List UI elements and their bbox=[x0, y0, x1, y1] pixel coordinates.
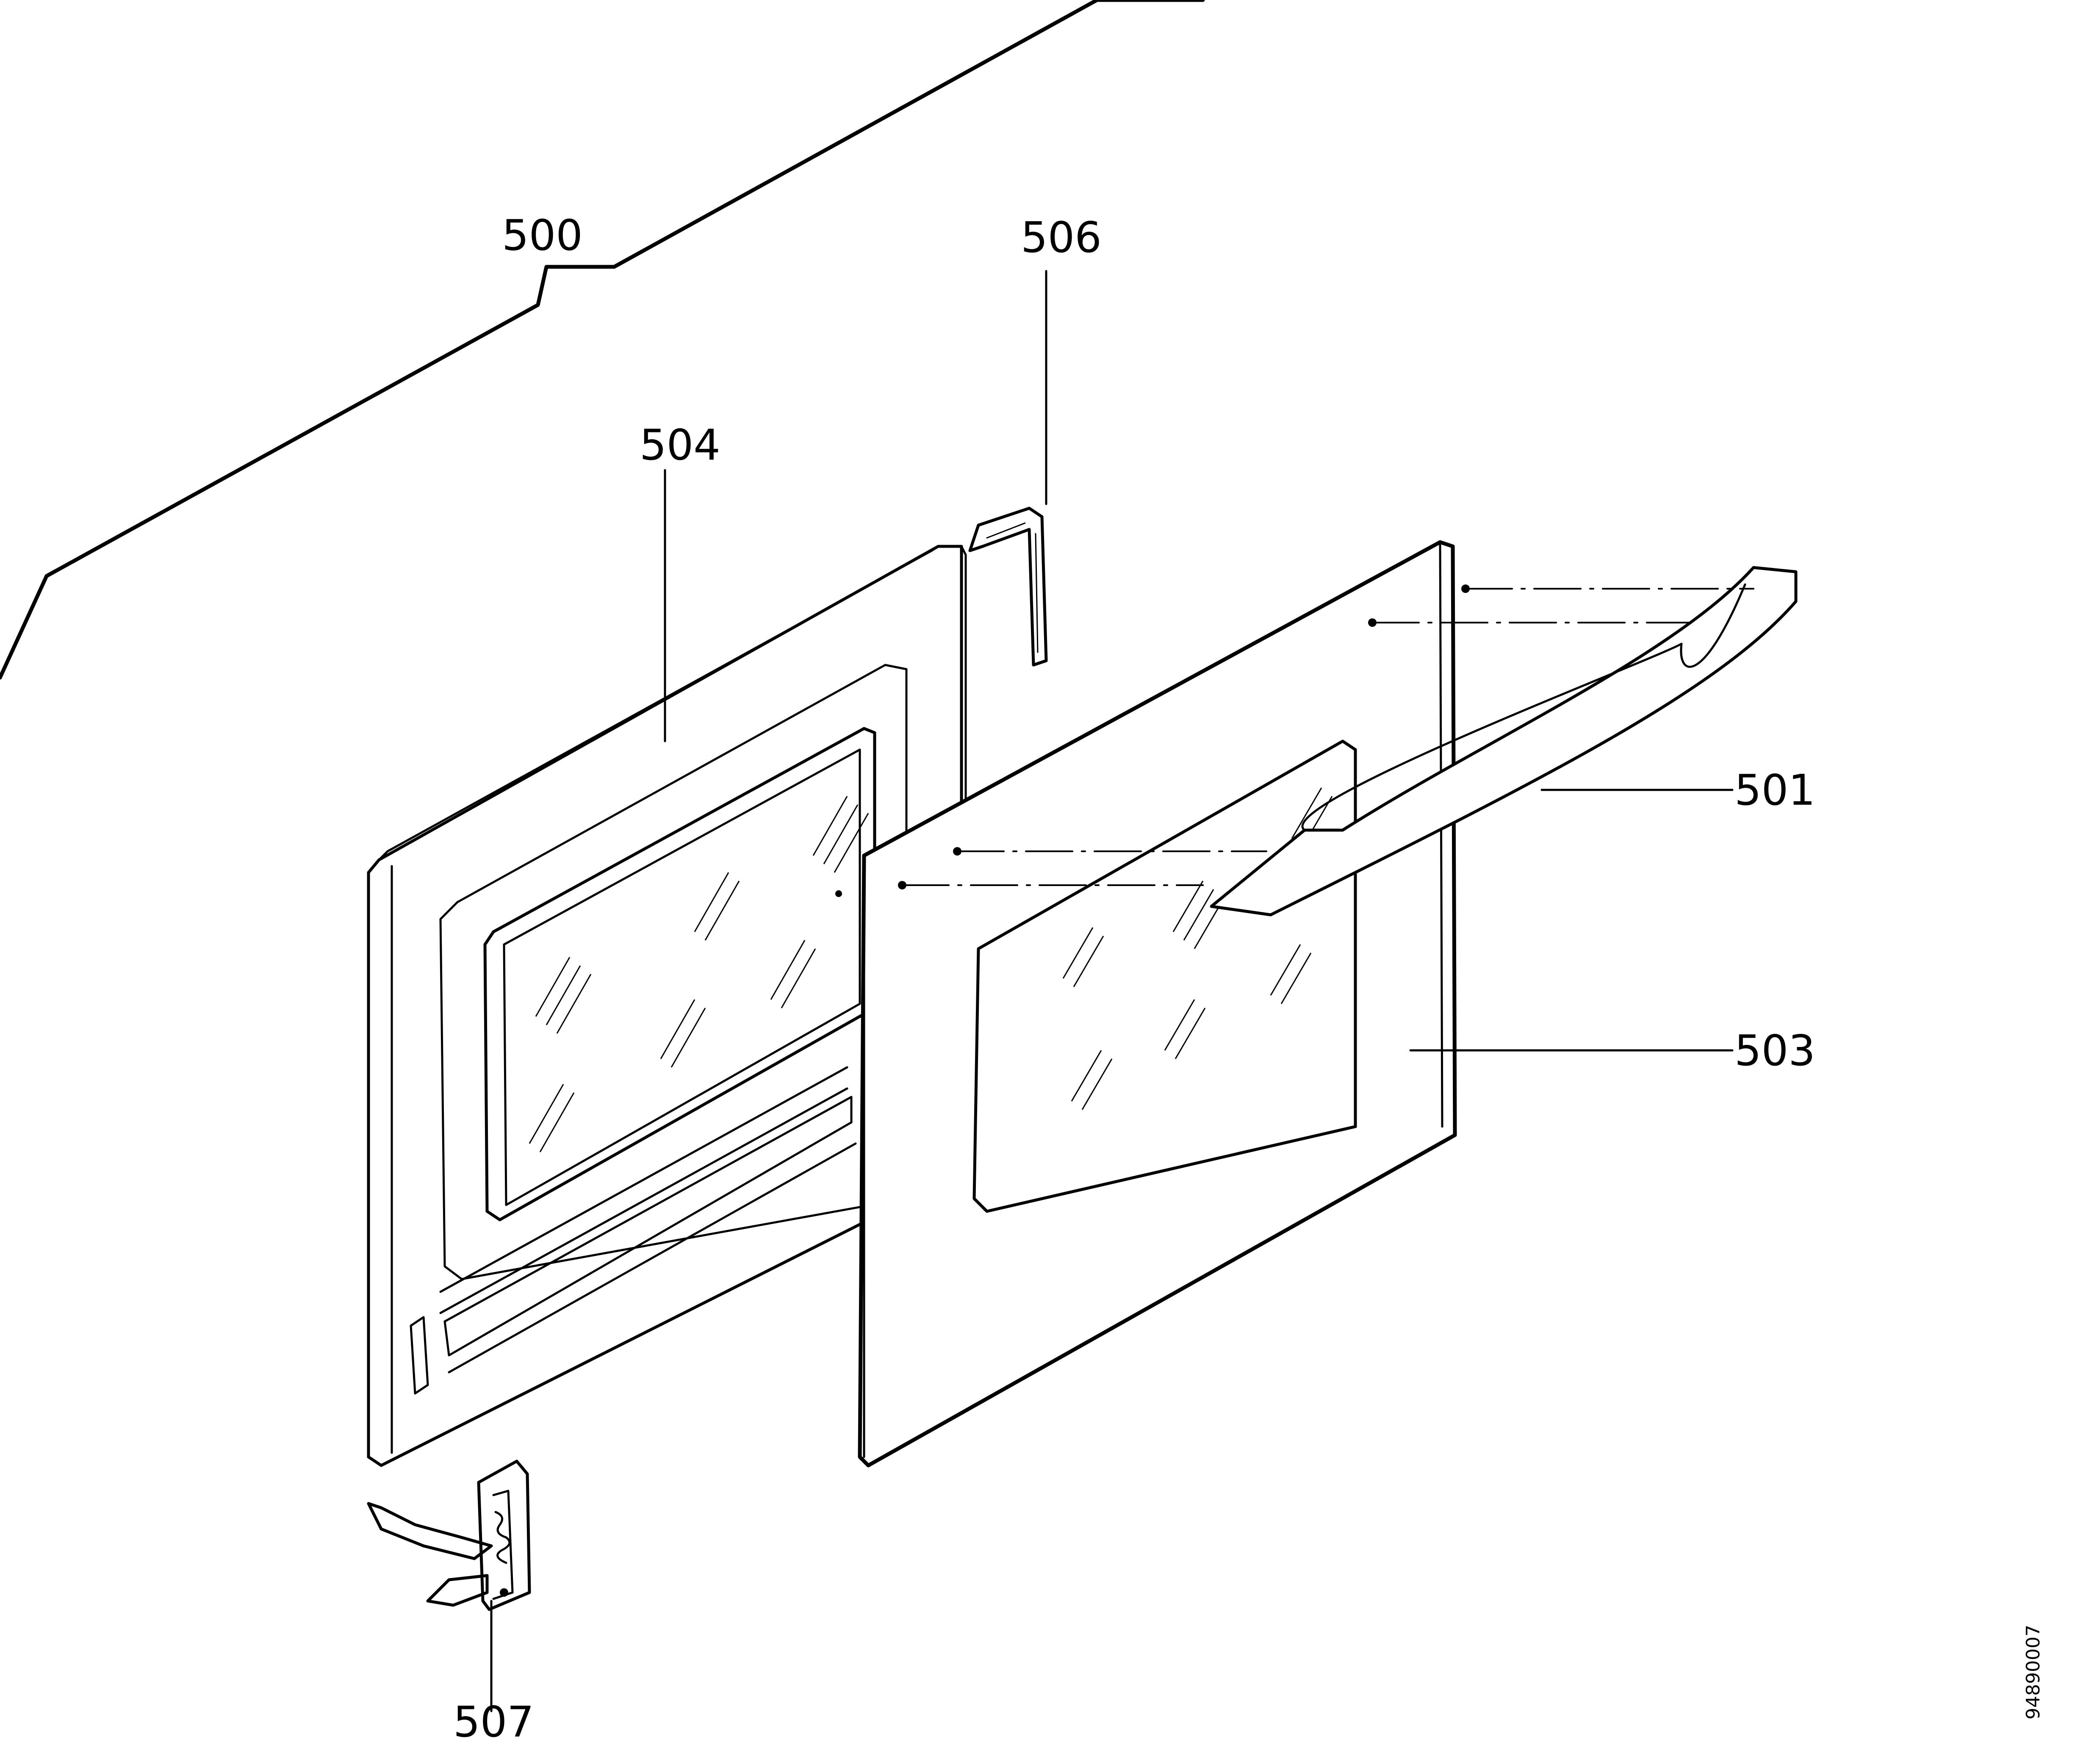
label-part-503: 503 bbox=[1734, 1026, 1815, 1075]
label-part-506: 506 bbox=[1021, 213, 1102, 262]
label-part-500: 500 bbox=[502, 210, 583, 260]
part-506-seal bbox=[968, 507, 1048, 667]
part-503-outer-door bbox=[858, 540, 1457, 1468]
label-part-501: 501 bbox=[1734, 765, 1815, 815]
assembly-alignment-lines bbox=[835, 584, 1754, 897]
part-504-inner-door bbox=[367, 545, 967, 1467]
leader-lines bbox=[490, 270, 1734, 1712]
document-number: 94890007 bbox=[2022, 1625, 2044, 1720]
label-part-507: 507 bbox=[453, 1697, 534, 1742]
part-507-hinge bbox=[367, 1460, 531, 1611]
part-500-frame-strip bbox=[0, 0, 1205, 680]
part-504-glass-hatches bbox=[529, 796, 869, 1152]
label-part-504: 504 bbox=[640, 420, 720, 470]
part-501-handle bbox=[1210, 566, 1798, 917]
